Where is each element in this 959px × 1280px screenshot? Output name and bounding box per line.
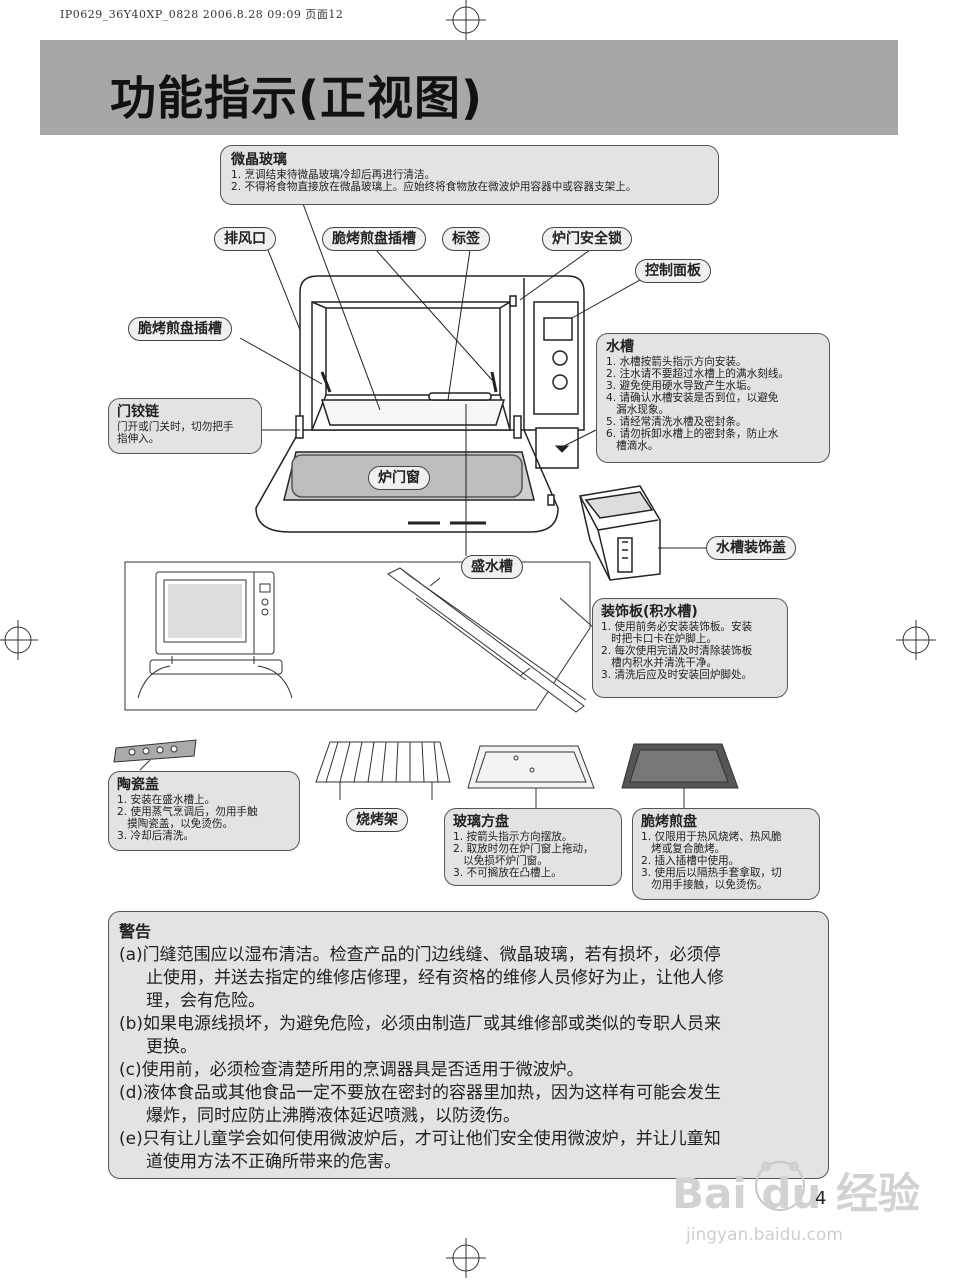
label-control-panel: 控制面板 — [635, 259, 711, 283]
callout-crisp-pan-line: 勿用手接触，以免烫伤。 — [641, 879, 768, 891]
callout-deco-line: 槽内积水并清洗干净。 — [601, 657, 718, 669]
callout-hinge-line: 门开或门关时，切勿把手 — [117, 421, 234, 433]
callout-glass-tray-title: 玻璃方盘 — [453, 814, 509, 830]
deco-board — [387, 567, 585, 713]
title-banner — [40, 40, 898, 135]
callout-ceramic-line: 2. 使用蒸气烹调后，勿用手触 — [117, 806, 258, 818]
warning-line: 道使用方法不正确所带来的危害。 — [119, 1152, 402, 1172]
callout-glass: 微晶玻璃 1. 烹调结束待微晶玻璃冷却后再进行清洁。 2. 不得将食物直接放在微… — [220, 145, 719, 205]
label-tag: 标签 — [442, 227, 490, 251]
callout-crisp-pan-title: 脆烤煎盘 — [641, 814, 697, 830]
warning-line: 更换。 — [119, 1037, 198, 1057]
label-vent: 排风口 — [214, 227, 276, 251]
callout-ceramic-line: 1. 安装在盛水槽上。 — [117, 794, 216, 806]
callout-hinge-title: 门铰链 — [117, 404, 159, 420]
glass-tray — [467, 745, 595, 789]
callout-tank-line: 槽滴水。 — [606, 440, 659, 452]
warning-line: 爆炸，同时应防止沸腾液体延迟喷溅，以防烫伤。 — [119, 1106, 521, 1126]
label-rack: 烧烤架 — [346, 808, 408, 832]
callout-tank-line: 5. 请经常清洗水槽及密封条。 — [606, 416, 747, 428]
callout-crisp-pan-line: 1. 仅限用于热风烧烤、热风脆 — [641, 831, 782, 843]
label-door-window: 炉门窗 — [368, 466, 430, 490]
callout-crisp-pan-line: 2. 插入插槽中使用。 — [641, 855, 740, 867]
callout-glass-tray: 玻璃方盘 1. 按箭头指示方向摆放。 2. 取放时勿在炉门窗上拖动， 以免损坏炉… — [444, 808, 622, 886]
callout-crisp-pan-line: 烤或复合脆烤。 — [641, 843, 726, 855]
grill-rack — [315, 741, 451, 783]
warning-line: (b)如果电源线损坏，为避免危险，必须由制造厂或其维修部或类似的专职人员来 — [119, 1014, 722, 1034]
label-drip-tray: 盛水槽 — [461, 555, 523, 579]
label-crisp-slot-left: 脆烤煎盘插槽 — [128, 317, 232, 341]
page-number: 4 — [815, 1188, 827, 1209]
watermark-brand: Bai du 经验 — [672, 1169, 920, 1218]
callout-glass-title: 微晶玻璃 — [231, 152, 287, 168]
callout-hinge-line: 指伸入。 — [117, 433, 160, 445]
page-title: 功能指示(正视图) — [110, 71, 484, 125]
callout-tank-line: 3. 避免使用硬水导致产生水垢。 — [606, 380, 758, 392]
callout-glass-tray-line: 以免损坏炉门窗。 — [453, 855, 548, 867]
callout-ceramic-title: 陶瓷盖 — [117, 777, 159, 793]
print-header: IP0629_36Y40XP_0828 2006.8.28 09:09 页面12 — [60, 8, 344, 21]
warning-line: (c)使用前，必须检查清楚所用的烹调器具是否适用于微波炉。 — [119, 1060, 584, 1080]
callout-tank-line: 6. 请勿拆卸水槽上的密封条，防止水 — [606, 428, 779, 440]
oven-body — [299, 275, 585, 431]
callout-tank-line: 4. 请确认水槽安装是否到位，以避免 — [606, 392, 779, 404]
label-door-lock: 炉门安全锁 — [542, 227, 632, 251]
oven-door — [255, 429, 559, 533]
callout-deco-line: 2. 每次使用完请及时清除装饰板 — [601, 645, 753, 657]
baidu-watermark: Bai du 经验 jingyan.baidu.com — [672, 1161, 920, 1245]
callout-ceramic-line: 3. 冷却后清洗。 — [117, 830, 195, 842]
warning-title: 警告 — [119, 922, 152, 941]
warning-line: (e)只有让儿童学会如何使用微波炉后，才可让他们安全使用微波炉，并让儿童知 — [119, 1129, 721, 1149]
warning-box: 警告 (a)门缝范围应以湿布清洁。检查产品的门边线缝、微晶玻璃，若有损坏，必须停… — [108, 911, 829, 1179]
callout-tank-line: 2. 注水请不要超过水槽上的满水刻线。 — [606, 368, 789, 380]
callout-crisp-pan-line: 3. 使用后以隔热手套拿取，切 — [641, 867, 782, 879]
callout-water-tank: 水槽 1. 水槽按箭头指示方向安装。 2. 注水请不要超过水槽上的满水刻线。 3… — [596, 333, 830, 463]
callout-deco-title: 装饰板(积水槽) — [601, 604, 698, 620]
callout-tank-title: 水槽 — [606, 339, 634, 355]
watermark-url: jingyan.baidu.com — [685, 1225, 843, 1245]
callout-glass-line: 2. 不得将食物直接放在微晶玻璃上。应始终将食物放在微波炉用容器中或容器支架上。 — [231, 181, 637, 193]
callout-glass-tray-line: 3. 不可搁放在凸槽上。 — [453, 867, 562, 879]
callout-ceramic: 陶瓷盖 1. 安装在盛水槽上。 2. 使用蒸气烹调后，勿用手触 摸陶瓷盖，以免烫… — [108, 771, 300, 851]
ceramic-cover — [113, 739, 197, 763]
callout-deco-board: 装饰板(积水槽) 1. 使用前务必安装装饰板。安装 时把卡口卡在炉脚上。 2. … — [592, 598, 788, 698]
label-crisp-slot-top: 脆烤煎盘插槽 — [322, 227, 426, 251]
callout-deco-line: 时把卡口卡在炉脚上。 — [601, 633, 718, 645]
callout-deco-line: 3. 清洗后应及时安装回炉脚处。 — [601, 669, 753, 681]
callout-hinge: 门铰链 门开或门关时，切勿把手 指伸入。 — [108, 398, 262, 454]
warning-line: 理，会有危险。 — [119, 991, 266, 1011]
callout-tank-line: 1. 水槽按箭头指示方向安装。 — [606, 356, 747, 368]
warning-line: 止使用，并送去指定的维修店修理，经有资格的维修人员修好为止，让他人修 — [119, 968, 725, 988]
warning-line: (a)门缝范围应以湿布清洁。检查产品的门边线缝、微晶玻璃，若有损坏，必须停 — [119, 945, 721, 965]
callout-glass-line: 1. 烹调结束待微晶玻璃冷却后再进行清洁。 — [231, 169, 436, 181]
callout-deco-line: 1. 使用前务必安装装饰板。安装 — [601, 621, 753, 633]
callout-glass-tray-line: 2. 取放时勿在炉门窗上拖动， — [453, 843, 594, 855]
callout-tank-line: 漏水现象。 — [606, 404, 670, 416]
callout-glass-tray-line: 1. 按箭头指示方向摆放。 — [453, 831, 573, 843]
label-tank-cover: 水槽装饰盖 — [706, 536, 796, 560]
callout-ceramic-line: 摸陶瓷盖，以免烫伤。 — [117, 818, 234, 830]
callout-crisp-pan: 脆烤煎盘 1. 仅限用于热风烧烤、热风脆 烤或复合脆烤。 2. 插入插槽中使用。… — [632, 808, 820, 900]
warning-line: (d)液体食品或其他食品一定不要放在密封的容器里加热，因为这样有可能会发生 — [119, 1083, 722, 1103]
